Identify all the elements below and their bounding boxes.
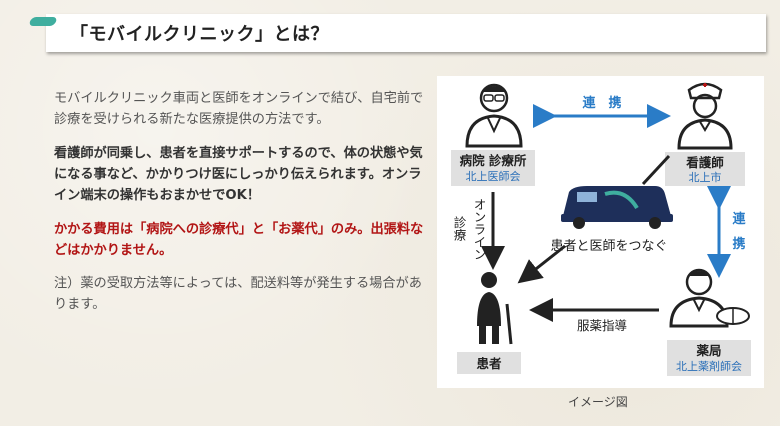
nurse-sub-label: 北上市 bbox=[689, 170, 722, 184]
image-caption: イメージ図 bbox=[568, 395, 628, 409]
patient-label-box bbox=[457, 352, 521, 374]
nurse-support-paragraph: 看護師が同乗し、患者を直接サポートするので、体の状態や気になる事など、かかりつけ… bbox=[54, 146, 423, 203]
hospital-label-box bbox=[451, 150, 535, 186]
doctor-icon bbox=[465, 83, 523, 148]
note-paragraph: 注）薬の受取方法等によっては、配送料等が発生する場合があります。 bbox=[54, 276, 422, 312]
page-title: 「モバイルクリニック」とは？ bbox=[70, 24, 329, 45]
cost-paragraph: かかる費用は「病院への診療代」と「お薬代」のみ。出張料などはかかりません。 bbox=[54, 222, 424, 258]
consultation-label: 診療 bbox=[452, 215, 467, 241]
medication-label: 服薬指導 bbox=[577, 318, 627, 333]
section-title-bar: 「モバイルクリニック」とは？ bbox=[46, 14, 766, 52]
description-paragraph: モバイルクリニック車両と医師をオンラインで結び、自宅前で診療を受けられる新たな医… bbox=[54, 91, 424, 127]
title-accent-mark bbox=[28, 17, 58, 26]
pharmacy-sub-label: 北上薬剤師会 bbox=[676, 359, 742, 373]
patient-label: 患者 bbox=[476, 356, 502, 371]
pharmacy-label-box bbox=[667, 340, 751, 376]
link-label-right-1: 連 bbox=[732, 211, 746, 227]
nurse-label: 看護師 bbox=[686, 155, 724, 170]
patient-icon bbox=[477, 272, 513, 345]
mobile-clinic-diagram: 病院 診療所 北上医師会 看護師 北上市 連 携 連 携 bbox=[437, 76, 764, 388]
online-label: オンライン bbox=[472, 198, 487, 261]
nurse-label-box bbox=[665, 152, 745, 186]
link-label-top: 連 携 bbox=[582, 95, 621, 111]
nurse-van-line bbox=[641, 154, 671, 186]
pharmacist-icon bbox=[669, 268, 750, 328]
hospital-sub-label: 北上医師会 bbox=[466, 170, 521, 183]
connect-arrow bbox=[517, 244, 566, 284]
hospital-label: 病院 診療所 bbox=[460, 153, 527, 168]
mobile-clinic-van-icon bbox=[561, 186, 673, 229]
connect-label: 患者と医師をつなぐ bbox=[550, 239, 667, 254]
pharmacy-label: 薬局 bbox=[695, 343, 721, 358]
nurse-icon bbox=[677, 82, 733, 150]
link-label-right-2: 携 bbox=[732, 236, 745, 252]
